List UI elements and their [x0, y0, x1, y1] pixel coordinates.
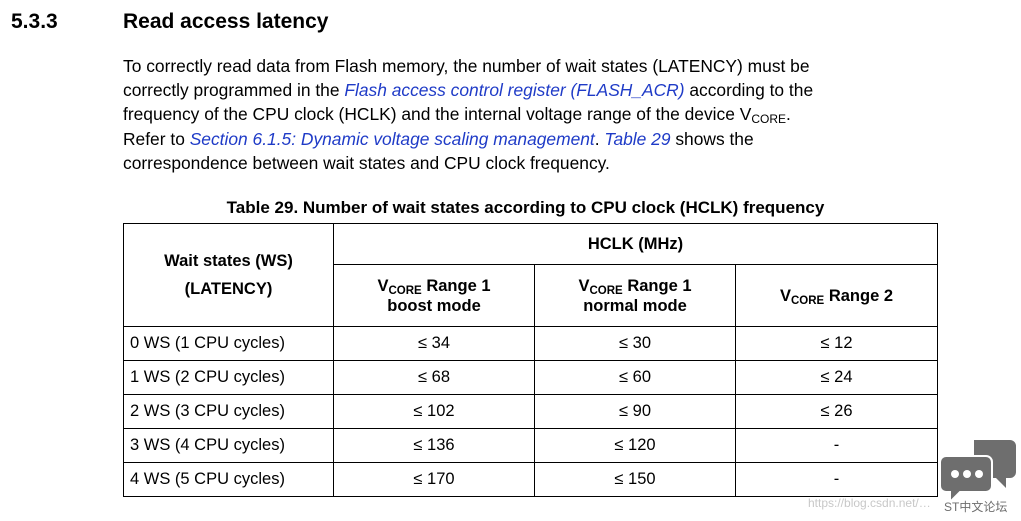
table-29-link[interactable]: Table 29	[604, 128, 671, 149]
section-6-1-5-link[interactable]: Section 6.1.5: Dynamic voltage scaling m…	[189, 128, 595, 149]
paragraph-text: shows the	[670, 128, 754, 149]
cell-wait-states: 4 WS (5 CPU cycles)	[123, 462, 334, 497]
header-wait-states: Wait states (WS) (LATENCY)	[123, 223, 334, 327]
header-v: V	[779, 286, 791, 305]
table-caption: Table 29. Number of wait states accordin…	[226, 198, 825, 217]
table-header-row: Wait states (WS) (LATENCY) HCLK (MHz)	[123, 223, 938, 327]
header-range2: VCORE Range 2	[735, 264, 938, 327]
cell-range2: ≤ 24	[735, 360, 938, 395]
paragraph-text: according to the	[684, 80, 814, 101]
paragraph-line: correspondence between wait states and C…	[123, 152, 610, 173]
watermark-url: https://blog.csdn.net/…	[808, 496, 931, 510]
header-mode-text: normal mode	[583, 296, 687, 315]
cell-range2: ≤ 26	[735, 394, 938, 429]
paragraph-text: .	[786, 104, 791, 125]
cell-normal: ≤ 120	[534, 428, 736, 463]
paragraph-text: Refer to	[123, 128, 190, 149]
cell-boost: ≤ 34	[333, 326, 535, 361]
table-row: 1 WS (2 CPU cycles) ≤ 68 ≤ 60 ≤ 24	[123, 360, 938, 395]
cell-wait-states: 2 WS (3 CPU cycles)	[123, 394, 334, 429]
header-range1-normal: VCORE Range 1 normal mode	[534, 264, 736, 327]
header-core-sub: CORE	[589, 284, 623, 297]
cell-normal: ≤ 90	[534, 394, 736, 429]
cell-range2: -	[735, 428, 938, 463]
cell-wait-states: 3 WS (4 CPU cycles)	[123, 428, 334, 463]
cell-boost: ≤ 170	[333, 462, 535, 497]
section-title: Read access latency	[123, 10, 329, 33]
table-subheader-row: VCORE Range 1 boost mode VCORE Range 1 n…	[124, 264, 938, 327]
forum-brand-label: ST中文论坛	[944, 500, 1008, 514]
table-row: 2 WS (3 CPU cycles) ≤ 102 ≤ 90 ≤ 26	[123, 394, 938, 429]
body-paragraph: To correctly read data from Flash memory…	[123, 54, 983, 175]
header-ws-line1: Wait states (WS)	[164, 252, 293, 270]
section-number: 5.3.3	[11, 10, 58, 33]
header-core-sub: CORE	[791, 294, 825, 307]
cell-normal: ≤ 150	[534, 462, 736, 497]
cell-wait-states: 1 WS (2 CPU cycles)	[123, 360, 334, 395]
paragraph-text: correctly programmed in the	[123, 80, 345, 101]
paragraph-line: frequency of the CPU clock (HCLK) and th…	[123, 102, 983, 126]
header-v: V	[377, 276, 389, 295]
cell-wait-states: 0 WS (1 CPU cycles)	[123, 326, 334, 361]
header-core-sub: CORE	[388, 284, 422, 297]
cell-normal: ≤ 60	[534, 360, 736, 395]
flash-acr-link[interactable]: Flash access control register (FLASH_ACR…	[344, 80, 685, 101]
paragraph-line: correctly programmed in the Flash access…	[123, 78, 983, 102]
cell-boost: ≤ 68	[333, 360, 535, 395]
header-ws-line2: (LATENCY)	[184, 280, 273, 298]
header-range-text: Range 1	[421, 276, 491, 295]
paragraph-text: frequency of the CPU clock (HCLK) and th…	[123, 104, 752, 125]
paragraph-line: Refer to Section 6.1.5: Dynamic voltage …	[123, 127, 983, 151]
vcore-subscript: CORE	[751, 112, 787, 127]
table-row: 0 WS (1 CPU cycles) ≤ 34 ≤ 30 ≤ 12	[123, 326, 938, 361]
header-range1-boost: VCORE Range 1 boost mode	[333, 264, 535, 327]
cell-range2: -	[735, 462, 938, 497]
chat-bubble-icon	[939, 440, 1016, 505]
header-mode-text: boost mode	[387, 296, 481, 315]
header-hclk: HCLK (MHz)	[333, 223, 938, 265]
wait-states-table: Wait states (WS) (LATENCY) HCLK (MHz) VC…	[123, 223, 938, 497]
header-range-text: Range 1	[622, 276, 692, 295]
cell-normal: ≤ 30	[534, 326, 736, 361]
header-range-text: Range 2	[824, 286, 894, 305]
cell-boost: ≤ 136	[333, 428, 535, 463]
table-row: 4 WS (5 CPU cycles) ≤ 170 ≤ 150 -	[123, 462, 938, 497]
cell-range2: ≤ 12	[735, 326, 938, 361]
paragraph-text: .	[594, 128, 605, 149]
paragraph-line: To correctly read data from Flash memory…	[123, 56, 810, 76]
header-v: V	[578, 276, 590, 295]
cell-boost: ≤ 102	[333, 394, 535, 429]
table-row: 3 WS (4 CPU cycles) ≤ 136 ≤ 120 -	[123, 428, 938, 463]
